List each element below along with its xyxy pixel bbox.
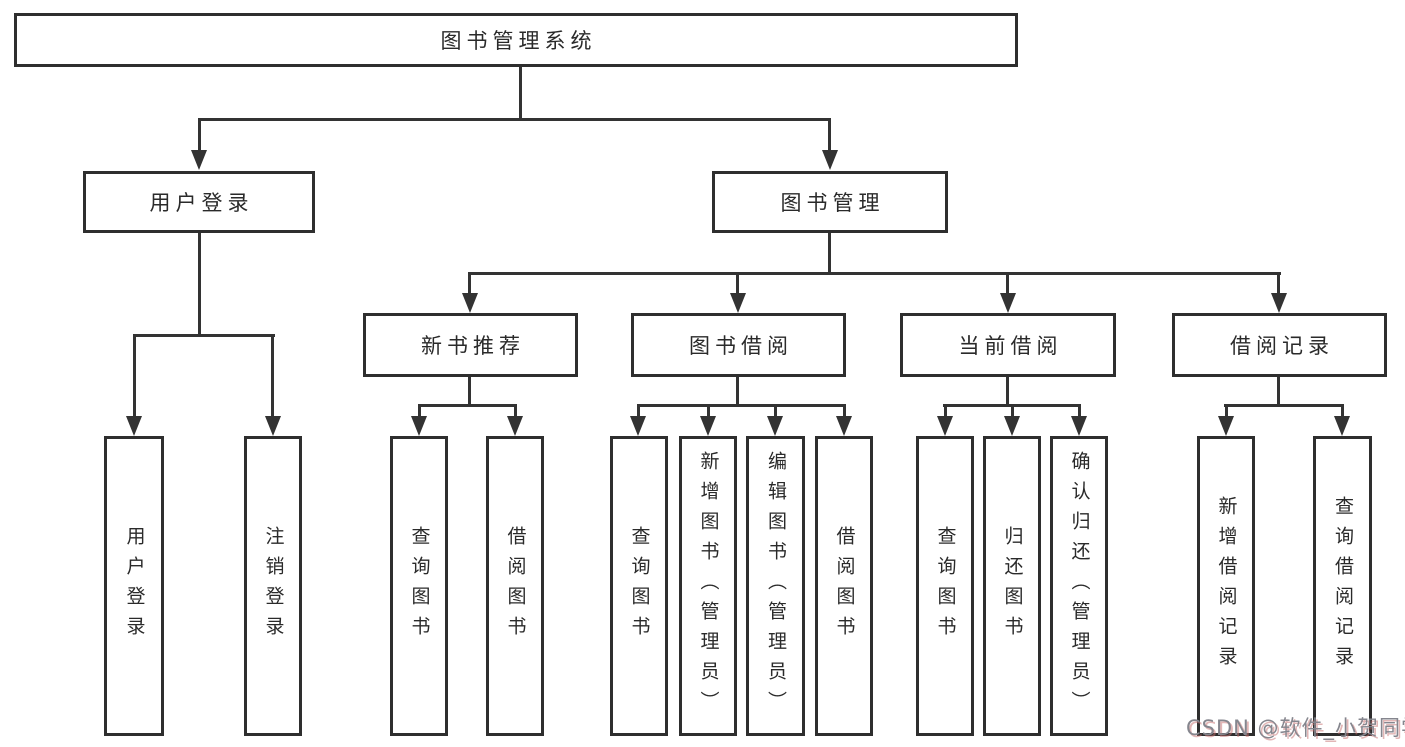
connector-to-leaf	[843, 404, 846, 418]
leaf-add-books-admin: 新增图书（管理员）	[679, 436, 737, 736]
connector-rail-borrow-records	[1224, 404, 1344, 407]
connector-rail-book-borrow	[637, 404, 846, 407]
arrowhead-to-book-borrow	[730, 293, 746, 313]
arrowhead-to-leaf	[767, 416, 783, 436]
connector-to-leaf	[1225, 404, 1228, 418]
arrowhead-to-leaf	[630, 416, 646, 436]
csdn-watermark: CSDN @软件_小贺同学	[1186, 716, 1405, 740]
leaf-add-books-admin-label: 新增图书（管理员）	[697, 451, 720, 721]
connector-to-leaf	[774, 404, 777, 418]
leaf-borrow-books: 借阅图书	[815, 436, 873, 736]
connector-to-book-borrow	[736, 272, 739, 296]
node-book-management-label: 图书管理	[780, 191, 885, 215]
connector-to-leaf	[944, 404, 947, 418]
leaf-query-books-recommend: 查询图书	[390, 436, 448, 736]
arrowhead-to-new-book-recommend	[462, 293, 478, 313]
leaf-return-books-label: 归还图书	[1001, 526, 1024, 646]
leaf-confirm-return-admin-label: 确认归还（管理员）	[1068, 451, 1091, 721]
node-book-borrow-label: 图书借阅	[689, 334, 793, 358]
connector-to-leaf-logout	[271, 334, 274, 418]
arrowhead-to-current-borrow	[1000, 293, 1016, 313]
node-user-login: 用户登录	[83, 171, 315, 233]
arrowhead-to-leaf	[937, 416, 953, 436]
node-new-book-recommend-label: 新书推荐	[421, 334, 525, 358]
node-root-label: 图书管理系统	[440, 29, 597, 53]
arrowhead-to-leaf	[507, 416, 523, 436]
leaf-edit-books-admin-label: 编辑图书（管理员）	[765, 451, 787, 721]
arrowhead-to-leaf	[1071, 416, 1087, 436]
leaf-add-borrow-record-label: 新增借阅记录	[1215, 496, 1238, 676]
leaf-query-borrow-record: 查询借阅记录	[1313, 436, 1372, 736]
connector-borrow-records-stem	[1277, 377, 1280, 407]
arrowhead-to-leaf	[1218, 416, 1234, 436]
leaf-add-borrow-record: 新增借阅记录	[1197, 436, 1255, 736]
arrowhead-to-book-management	[822, 150, 838, 170]
arrowhead-to-leaf	[1334, 416, 1350, 436]
leaf-query-books-recommend-label: 查询图书	[408, 526, 431, 646]
connector-to-current-borrow	[1006, 272, 1009, 296]
connector-to-leaf-user-login	[133, 334, 136, 418]
connector-to-user-login	[198, 118, 201, 152]
connector-to-book-management	[828, 118, 831, 152]
leaf-borrow-books-recommend: 借阅图书	[486, 436, 544, 736]
arrowhead-to-leaf	[411, 416, 427, 436]
arrowhead-to-leaf-logout	[265, 416, 281, 436]
connector-root-stem	[519, 67, 522, 121]
leaf-query-borrow-record-label: 查询借阅记录	[1332, 496, 1354, 676]
connector-to-leaf	[1011, 404, 1014, 418]
arrowhead-to-leaf-user-login	[126, 416, 142, 436]
leaf-query-books-current: 查询图书	[916, 436, 974, 736]
node-book-management: 图书管理	[712, 171, 948, 233]
node-new-book-recommend: 新书推荐	[363, 313, 578, 377]
leaf-query-books-current-label: 查询图书	[934, 526, 957, 646]
arrowhead-to-leaf	[700, 416, 716, 436]
connector-to-leaf	[707, 404, 710, 418]
leaf-user-login-label: 用户登录	[123, 526, 146, 646]
arrowhead-to-borrow-records	[1271, 293, 1287, 313]
node-borrow-records: 借阅记录	[1172, 313, 1387, 377]
leaf-borrow-books-label: 借阅图书	[833, 526, 856, 646]
connector-book-borrow-stem	[736, 377, 739, 407]
connector-rail-level2	[198, 118, 831, 121]
connector-user-login-stem	[198, 233, 201, 337]
connector-to-leaf	[1078, 404, 1081, 418]
connector-to-borrow-records	[1277, 272, 1280, 296]
connector-to-leaf	[514, 404, 517, 418]
leaf-logout-label: 注销登录	[262, 526, 285, 646]
node-current-borrow: 当前借阅	[900, 313, 1116, 377]
node-user-login-label: 用户登录	[149, 191, 254, 215]
connector-rail-user-login	[133, 334, 275, 337]
leaf-logout: 注销登录	[244, 436, 302, 736]
arrowhead-to-user-login	[191, 150, 207, 170]
connector-new-book-recommend-stem	[468, 377, 471, 407]
node-current-borrow-label: 当前借阅	[958, 334, 1063, 358]
leaf-query-books-borrow: 查询图书	[610, 436, 668, 736]
connector-to-leaf	[1341, 404, 1344, 418]
leaf-return-books: 归还图书	[983, 436, 1041, 736]
leaf-user-login: 用户登录	[104, 436, 164, 736]
node-book-borrow: 图书借阅	[631, 313, 846, 377]
connector-book-management-stem	[828, 233, 831, 275]
connector-to-new-book-recommend	[468, 272, 471, 296]
leaf-edit-books-admin: 编辑图书（管理员）	[746, 436, 805, 736]
connector-rail-new-book-recommend	[418, 404, 516, 407]
arrowhead-to-leaf	[836, 416, 852, 436]
connector-to-leaf	[637, 404, 640, 418]
leaf-query-books-borrow-label: 查询图书	[628, 526, 651, 646]
connector-current-borrow-stem	[1006, 377, 1009, 407]
leaf-borrow-books-recommend-label: 借阅图书	[504, 526, 527, 646]
connector-rail-level3	[469, 272, 1281, 275]
leaf-confirm-return-admin: 确认归还（管理员）	[1050, 436, 1108, 736]
node-root: 图书管理系统	[14, 13, 1018, 67]
node-borrow-records-label: 借阅记录	[1230, 334, 1334, 358]
connector-to-leaf	[418, 404, 421, 418]
arrowhead-to-leaf	[1004, 416, 1020, 436]
